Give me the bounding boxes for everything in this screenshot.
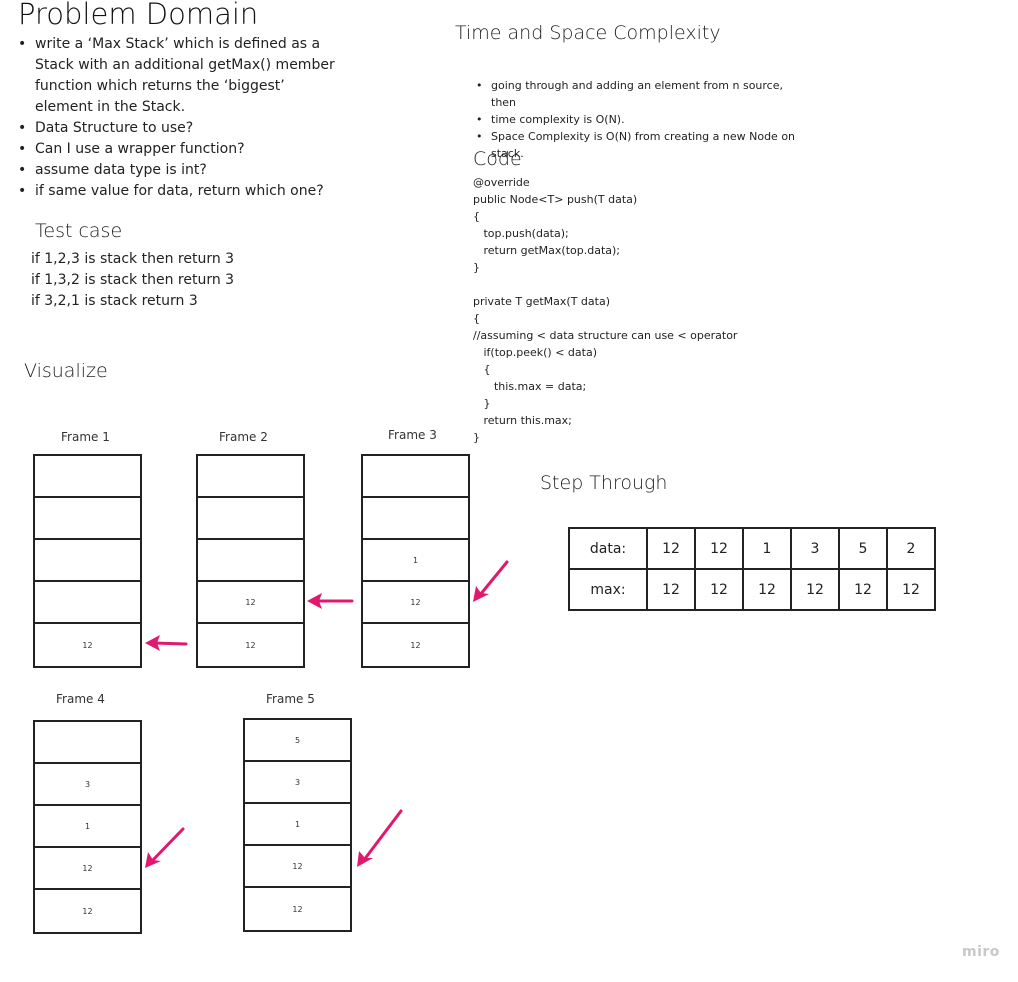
max-pointer-arrow-icon [145,635,188,651]
test-case-line: if 1,2,3 is stack then return 3 [31,251,235,267]
miro-watermark: miro [962,944,1000,960]
code-block: @override public Node<T> push(T data) { … [473,176,738,444]
frame-label: Frame 1 [61,430,110,444]
step-data-cell: 12 [694,527,744,570]
complexity-title: Time and Space Complexity [455,22,721,44]
stack-cell: 12 [245,846,350,888]
max-pointer-arrow-icon [357,809,403,867]
stack-cell: 12 [198,582,303,624]
stack-cell: 1 [363,540,468,582]
problem-domain-bullet: Can I use a wrapper function? [18,139,338,160]
stack-frame-3: 1 12 12 [361,454,470,668]
stack-cell [198,540,303,582]
stack-cell: 5 [245,720,350,762]
stack-cell [198,456,303,498]
stack-cell [198,498,303,540]
code-title: Code [473,148,522,170]
complexity-bullet: going through and adding an element from… [476,77,806,111]
problem-domain-bullet: assume data type is int? [18,160,338,181]
max-pointer-arrow-icon [307,593,354,609]
frame-label: Frame 2 [219,430,268,444]
step-max-cell: 12 [742,568,792,611]
stack-cell: 1 [245,804,350,846]
stack-cell: 12 [363,582,468,624]
stack-cell [35,540,140,582]
max-pointer-arrow-icon [145,827,185,868]
visualize-title: Visualize [24,360,108,382]
step-data-label: data: [568,527,648,570]
stack-cell [35,722,140,764]
stack-cell: 12 [292,904,303,914]
stack-cell: 12 [82,906,93,916]
complexity-list: going through and adding an element from… [476,77,806,162]
test-case-lines: if 1,2,3 is stack then return 3 if 1,3,2… [31,249,234,312]
step-max-label: max: [568,568,648,611]
complexity-bullet: Space Complexity is O(N) from creating a… [476,128,806,162]
max-pointer-arrow-icon [473,560,509,602]
stack-frame-2: 12 12 [196,454,305,668]
step-max-cell: 12 [886,568,936,611]
step-data-cell: 3 [790,527,840,570]
complexity-bullet: time complexity is O(N). [476,111,806,128]
step-through-title: Step Through [540,472,668,494]
problem-domain-title: Problem Domain [18,0,259,31]
stack-cell [35,456,140,498]
step-data-cell: 1 [742,527,792,570]
step-max-row: max: 12 12 12 12 12 12 [568,568,936,611]
problem-domain-bullet: write a ‘Max Stack’ which is defined as … [18,34,338,118]
stack-cell: 3 [245,762,350,804]
problem-domain-bullet: Data Structure to use? [18,118,338,139]
stack-cell: 12 [35,848,140,890]
stack-cell: 12 [245,640,256,650]
stack-cell [363,456,468,498]
stack-cell: 1 [35,806,140,848]
step-max-cell: 12 [646,568,696,611]
stack-cell [363,498,468,540]
step-data-cell: 2 [886,527,936,570]
step-data-row: data: 12 12 1 3 5 2 [568,527,936,570]
test-case-title: Test case [35,220,123,242]
frame-label: Frame 4 [56,692,105,706]
stack-frame-4: 3 1 12 12 [33,720,142,934]
stack-cell [35,498,140,540]
step-through-table: data: 12 12 1 3 5 2 max: 12 12 12 12 12 … [568,527,936,611]
step-max-cell: 12 [694,568,744,611]
stack-cell [35,582,140,624]
stack-frame-1: 12 [33,454,142,668]
stack-cell: 3 [35,764,140,806]
step-max-cell: 12 [790,568,840,611]
test-case-line: if 1,3,2 is stack then return 3 [31,272,235,288]
step-data-cell: 12 [646,527,696,570]
frame-label: Frame 3 [388,428,437,442]
test-case-line: if 3,2,1 is stack return 3 [31,293,198,309]
stack-cell: 12 [82,640,93,650]
step-max-cell: 12 [838,568,888,611]
problem-domain-bullet: if same value for data, return which one… [18,181,338,202]
stack-cell: 12 [410,640,421,650]
step-data-cell: 5 [838,527,888,570]
frame-label: Frame 5 [266,692,315,706]
stack-frame-5: 5 3 1 12 12 [243,718,352,932]
problem-domain-list: write a ‘Max Stack’ which is defined as … [18,34,338,202]
